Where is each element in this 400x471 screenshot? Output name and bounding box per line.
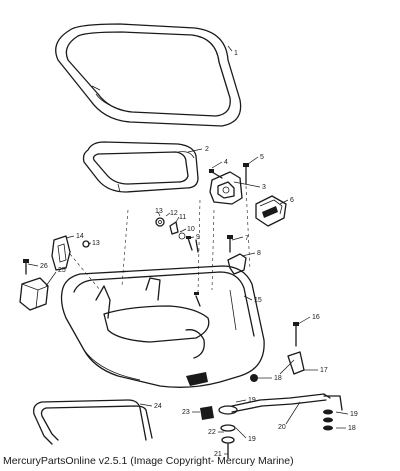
callout-1: 1 <box>234 50 238 57</box>
part-shift-link <box>231 393 343 413</box>
part-bent-tube <box>33 399 153 445</box>
callout-5: 5 <box>260 154 264 161</box>
callout-17: 17 <box>320 367 328 374</box>
callout-14: 14 <box>76 233 84 240</box>
callout-labels: 1 2 3 4 5 6 7 8 9 10 11 12 13 13 14 15 1… <box>40 50 358 458</box>
callout-12: 12 <box>170 210 178 217</box>
part-small-hardware <box>155 217 199 253</box>
assembly-guide-lines <box>69 185 251 293</box>
part-bolt-bracket <box>227 235 247 275</box>
callout-25: 25 <box>58 267 66 274</box>
part-gasket-frame <box>82 141 199 193</box>
callout-3: 3 <box>262 184 266 191</box>
callout-22: 22 <box>208 429 216 436</box>
callout-13-left: 13 <box>92 240 100 247</box>
part-small-block <box>19 259 49 311</box>
callout-26: 26 <box>40 263 48 270</box>
part-latch-bracket <box>209 163 249 205</box>
callout-10: 10 <box>187 226 195 233</box>
callout-19-lower: 19 <box>248 436 256 443</box>
callout-4: 4 <box>224 159 228 166</box>
callout-24: 24 <box>154 403 162 410</box>
callout-19-upper: 19 <box>248 397 256 404</box>
part-seal-ring <box>55 23 242 127</box>
callout-18-upper: 18 <box>274 375 282 382</box>
callout-20: 20 <box>278 424 286 431</box>
callout-15: 15 <box>254 297 262 304</box>
part-linkage-hardware <box>200 405 333 459</box>
callout-9: 9 <box>196 234 200 241</box>
callout-23: 23 <box>182 409 190 416</box>
part-rod-bracket <box>250 322 305 382</box>
part-hinge-bracket <box>51 235 90 271</box>
part-rubber-block <box>255 195 287 227</box>
callout-7: 7 <box>245 235 249 242</box>
callout-11: 11 <box>179 214 186 221</box>
callout-21: 21 <box>214 451 222 458</box>
copyright-caption: MercuryPartsOnline v2.5.1 (Image Copyrig… <box>3 455 294 467</box>
callout-18-lower: 18 <box>348 425 356 432</box>
callout-6: 6 <box>290 197 294 204</box>
callout-leader-lines <box>27 45 349 455</box>
part-lower-cowl <box>60 265 265 388</box>
callout-13-upper: 13 <box>155 208 163 215</box>
callout-2: 2 <box>205 146 209 153</box>
callout-16: 16 <box>312 314 320 321</box>
callout-8: 8 <box>257 250 261 257</box>
callout-19-right: 19 <box>350 411 358 418</box>
